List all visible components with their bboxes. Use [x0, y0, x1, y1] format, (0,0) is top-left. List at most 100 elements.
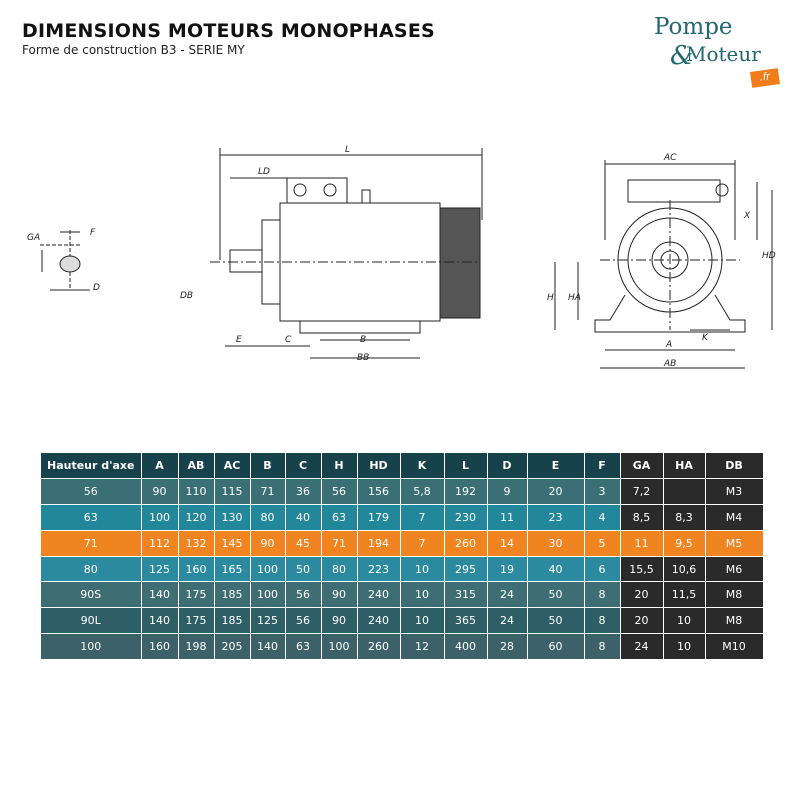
table-cell: 63	[285, 633, 322, 661]
table-cell: 4	[584, 504, 621, 531]
table-cell: M3	[705, 478, 764, 505]
table-cell: 160	[141, 633, 179, 661]
table-cell: 80	[321, 556, 358, 583]
table-cell: 9	[487, 478, 528, 505]
table-cell: 179	[357, 504, 401, 531]
label-ab: AB	[663, 359, 676, 369]
table-cell: 365	[444, 607, 488, 635]
col-header-db: DB	[705, 453, 764, 479]
table-cell: 9,5	[663, 530, 706, 557]
table-cell: 6	[584, 556, 621, 583]
table-cell: 130	[214, 504, 251, 531]
col-header-ha: HA	[663, 453, 706, 479]
table-cell: 80	[41, 556, 142, 583]
label-ga: GA	[27, 233, 40, 243]
label-bb: BB	[357, 353, 369, 363]
motor-front-view: AC X HD H HA K A AB	[547, 153, 776, 369]
table-cell: 60	[527, 633, 585, 661]
table-cell: 205	[214, 633, 251, 661]
table-cell: 24	[487, 581, 528, 609]
table-cell: 198	[178, 633, 215, 661]
table-cell: 90S	[41, 581, 142, 609]
table-cell: 100	[141, 504, 179, 531]
table-cell: 10	[663, 633, 706, 661]
table-cell: 140	[141, 581, 179, 609]
table-cell: M8	[705, 581, 764, 609]
table-cell: 400	[444, 633, 488, 661]
col-header-a: A	[141, 453, 179, 479]
table-cell: 100	[250, 581, 286, 609]
table-cell: 50	[285, 556, 322, 583]
table-cell: 110	[178, 478, 215, 505]
table-cell: 90	[250, 530, 286, 557]
table-cell: 5	[584, 530, 621, 557]
table-cell: 7,2	[620, 478, 664, 505]
table-cell: 24	[620, 633, 664, 661]
label-ld: LD	[258, 167, 270, 177]
table-cell: 40	[527, 556, 585, 583]
page-title: DIMENSIONS MOTEURS MONOPHASES	[22, 20, 435, 42]
col-header-h: H	[321, 453, 358, 479]
table-cell: 160	[178, 556, 215, 583]
label-c: C	[285, 335, 292, 345]
table-cell: 3	[584, 478, 621, 505]
table-cell: 185	[214, 581, 251, 609]
table-cell: 192	[444, 478, 488, 505]
col-header-d: D	[487, 453, 528, 479]
table-cell: M10	[705, 633, 764, 661]
table-cell: 63	[321, 504, 358, 531]
brand-logo[interactable]: Pompe & Moteur .fr	[640, 14, 790, 94]
table-cell: 223	[357, 556, 401, 583]
table-cell: 40	[285, 504, 322, 531]
label-a: A	[665, 340, 672, 350]
table-cell: 30	[527, 530, 585, 557]
table-cell: 10	[663, 607, 706, 635]
table-cell: 90	[141, 478, 179, 505]
table-cell: 71	[250, 478, 286, 505]
page-subtitle: Forme de construction B3 - SERIE MY	[22, 43, 245, 57]
table-cell: 56	[285, 581, 322, 609]
col-header-e: E	[527, 453, 585, 479]
table-cell: 14	[487, 530, 528, 557]
table-cell: M8	[705, 607, 764, 635]
table-cell: 10	[400, 607, 445, 635]
table-cell: 125	[250, 607, 286, 635]
table-cell: 145	[214, 530, 251, 557]
table-cell: 11	[620, 530, 664, 557]
table-cell: 71	[321, 530, 358, 557]
table-cell: 63	[41, 504, 142, 531]
label-b: B	[360, 335, 366, 345]
table-cell: 50	[527, 581, 585, 609]
table-cell: 19	[487, 556, 528, 583]
table-header-row: Hauteur d'axe A AB AC B C H HD K L D E F…	[41, 453, 764, 479]
table-cell: 120	[178, 504, 215, 531]
table-cell: 10,6	[663, 556, 706, 583]
table-cell: 240	[357, 581, 401, 609]
dimensions-table: Hauteur d'axe A AB AC B C H HD K L D E F…	[41, 453, 764, 661]
label-x: X	[743, 211, 751, 221]
table-cell: 20	[527, 478, 585, 505]
table-cell: 185	[214, 607, 251, 635]
label-h: H	[547, 293, 554, 303]
table-cell: 24	[487, 607, 528, 635]
table-cell: 115	[214, 478, 251, 505]
table-cell: 20	[620, 607, 664, 635]
table-cell	[663, 478, 706, 505]
col-header-ab: AB	[178, 453, 215, 479]
label-l: L	[345, 145, 350, 155]
table-cell: 15,5	[620, 556, 664, 583]
logo-word-pompe: Pompe	[654, 14, 733, 40]
col-header-k: K	[400, 453, 445, 479]
table-cell: 90L	[41, 607, 142, 635]
col-header-c: C	[285, 453, 322, 479]
table-cell: 8,5	[620, 504, 664, 531]
table-cell: 230	[444, 504, 488, 531]
table-cell: 23	[527, 504, 585, 531]
table-cell: 194	[357, 530, 401, 557]
col-header-hauteur: Hauteur d'axe	[41, 453, 142, 479]
table-cell: 8	[584, 633, 621, 661]
